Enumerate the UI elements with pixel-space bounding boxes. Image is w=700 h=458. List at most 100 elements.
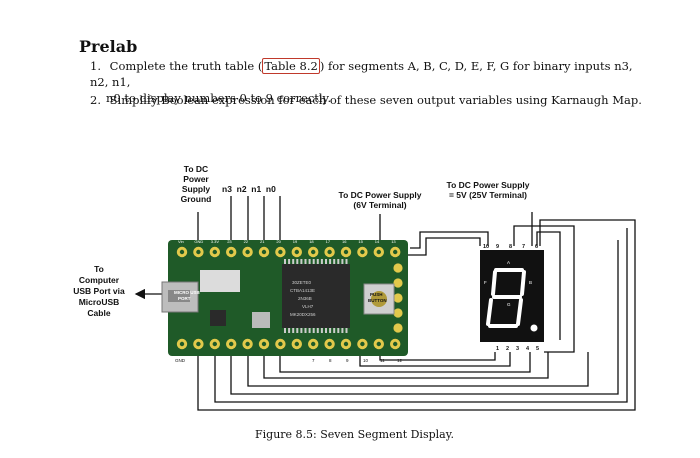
component-block <box>200 270 240 292</box>
seg-letter: A <box>507 260 510 265</box>
digit-segments <box>486 268 526 328</box>
wire-bottom-outer <box>197 219 636 411</box>
label-line: MicroUSB <box>78 297 120 307</box>
top-pin-labels: Vin GND 3.3V 23 22 21 20 19 18 17 16 15 14 13 <box>178 239 396 244</box>
bottom-pin-label: 8 <box>329 358 332 363</box>
bottom-pin-label: 9 <box>346 358 349 363</box>
display-pin-number: 7 <box>522 244 525 250</box>
binary-inputs-label: n3 n2 n1 n0 <box>222 184 276 194</box>
prelab-heading: Prelab <box>79 37 138 56</box>
board-pin-pad <box>393 278 403 288</box>
item-number: 1. <box>90 59 101 73</box>
top-pin-label: 19 <box>293 239 298 244</box>
display-pin-number: 8 <box>509 244 512 250</box>
top-pin-label: 14 <box>375 239 380 244</box>
top-pin-label: GND <box>194 239 203 244</box>
top-pin-label: 15 <box>358 239 363 244</box>
bottom-pin-label: GND <box>175 358 186 363</box>
top-pin-label: 20 <box>276 239 281 244</box>
label-line: USB Port via <box>73 286 125 296</box>
item-number: 2. <box>90 93 101 107</box>
chip-pins <box>284 259 348 333</box>
chip-text: CTBA1413E <box>290 288 315 293</box>
label-line: = 5V (25V Terminal) <box>448 190 528 200</box>
label-line: Computer <box>78 275 120 285</box>
board-pin-pad <box>393 323 403 333</box>
display-pin-number: 1 <box>496 346 499 352</box>
segment-c <box>516 298 523 326</box>
teensy-board <box>161 240 408 356</box>
top-pads <box>176 246 401 258</box>
label-line: To DC Power Supply <box>446 180 530 190</box>
usb-label: To Computer USB Port via MicroUSB Cable <box>66 264 132 319</box>
item-continuation: n0 to display numbers 0 to 9 correctly. <box>106 91 332 105</box>
label-line: Cable <box>87 308 111 318</box>
supply-6v-label: To DC Power Supply (6V Terminal) <box>330 190 430 210</box>
decimal-point <box>530 324 538 332</box>
dp-label: D P <box>530 336 539 342</box>
chip-text: VLH7 <box>302 304 314 309</box>
seg-letter: F <box>484 280 487 285</box>
display-pin-number: 3 <box>516 346 519 352</box>
bottom-pin-label: 7 <box>312 358 315 363</box>
mcu-chip <box>282 264 350 328</box>
top-pin-label: 18 <box>309 239 314 244</box>
bottom-pads <box>176 338 401 350</box>
top-pin-label: Vin <box>178 239 184 244</box>
label-line: Power <box>183 174 209 184</box>
top-pin-label: 23 <box>227 239 232 244</box>
top-pin-label: 16 <box>342 239 347 244</box>
display-pin-number: 4 <box>526 346 530 352</box>
display-pin-number: 2 <box>506 346 509 352</box>
top-pin-label: 13 <box>391 239 396 244</box>
seg-letter: B <box>529 280 532 285</box>
label-line: To DC <box>183 164 209 174</box>
item-text: Simplify Boolean expression for each of … <box>109 93 642 107</box>
display-pin-number: 5 <box>536 346 539 352</box>
usb-port-socket <box>168 290 190 302</box>
segment-e <box>486 298 493 326</box>
top-pin-label: 22 <box>244 239 249 244</box>
wire-top-10 <box>410 231 489 249</box>
right-pads <box>393 263 403 333</box>
bottom-pin-label: 10 <box>363 358 369 363</box>
prelab-item-1: 1. Complete the truth table (Table 8.2) … <box>90 58 650 106</box>
chip-text: 2N36B <box>298 296 312 301</box>
bottom-pin-labels: GND 7 8 9 10 11 12 <box>175 358 403 363</box>
usb-port-label: PORT <box>178 296 191 301</box>
crystal <box>252 312 270 328</box>
usb-port-label: MICRO USB <box>174 290 201 295</box>
figure-caption: Figure 8.5: Seven Segment Display. <box>255 428 454 441</box>
table-reference-link[interactable]: Table 8.2 <box>262 58 320 74</box>
button-label: BUTTON <box>368 298 387 303</box>
prelab-item-2: 2. Simplify Boolean expression for each … <box>90 92 650 108</box>
chip-text: MK20DX256 <box>290 312 316 317</box>
chip-text: 30ZETE0 <box>292 280 312 285</box>
label-line: (6V Terminal) <box>353 200 407 210</box>
button-label: PUSH <box>370 292 383 297</box>
label-line: Supply <box>181 184 211 194</box>
push-button-cap <box>371 291 387 307</box>
top-pin-label: 17 <box>326 239 331 244</box>
small-chip <box>210 310 226 326</box>
item-text: Complete the truth table ( <box>109 59 263 73</box>
segment-f <box>491 270 497 296</box>
bottom-pin-label: 11 <box>380 358 385 363</box>
top-pin-label: 3.3V <box>211 239 220 244</box>
label-line: To DC Power Supply <box>338 190 422 200</box>
ground-label: To DC Power Supply Ground <box>172 164 220 204</box>
item-text: ) for segments A, B, C, D, E, F, G for b… <box>90 59 633 89</box>
display-pin-number: 6 <box>535 244 538 250</box>
seven-segment-display <box>480 250 544 342</box>
segment-b <box>520 270 526 296</box>
bottom-pin-label: 12 <box>397 358 403 363</box>
seg-letter: G <box>507 302 511 307</box>
label-line: Ground <box>180 194 212 204</box>
supply-5v-label: To DC Power Supply = 5V (25V Terminal) <box>438 180 538 200</box>
label-line: To <box>94 264 104 274</box>
top-pin-label: 21 <box>260 239 265 244</box>
board-pin-pad <box>393 263 403 273</box>
